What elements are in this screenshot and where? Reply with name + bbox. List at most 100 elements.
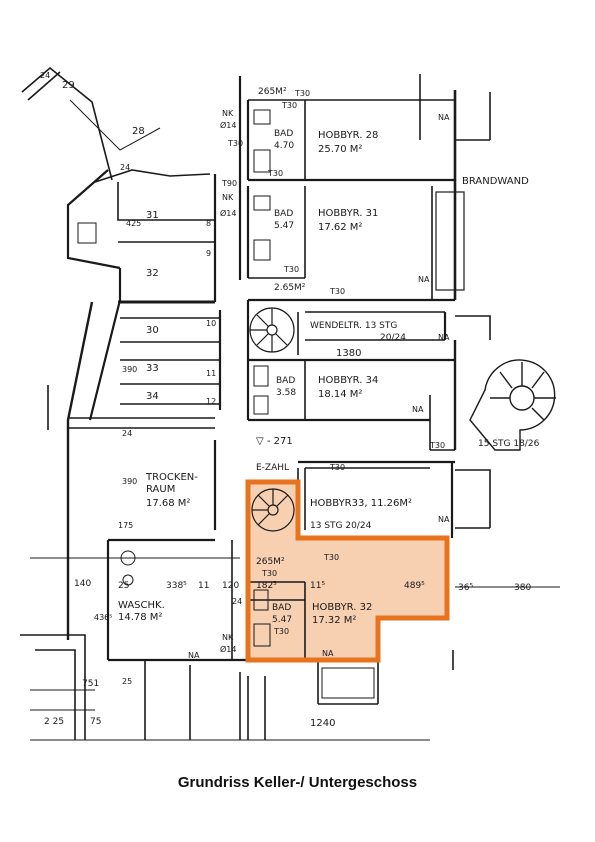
door-t30: T30 bbox=[281, 101, 297, 110]
room-name: BAD bbox=[276, 376, 295, 386]
na-label: NA bbox=[418, 275, 430, 284]
na-label: NA bbox=[438, 113, 450, 122]
door-t30: T30 bbox=[283, 265, 299, 274]
nk-label: NK bbox=[222, 633, 234, 642]
door-t30: T30 bbox=[329, 287, 345, 296]
door-t30: T30 bbox=[323, 553, 339, 562]
stair-label: 13 STG 20/24 bbox=[310, 521, 372, 531]
area-label: 265M² bbox=[256, 557, 285, 567]
storage-30: 30 bbox=[146, 325, 159, 336]
room-name: TROCKEN- bbox=[145, 472, 198, 483]
dimension: 1380 bbox=[336, 348, 361, 359]
na-label: NA bbox=[438, 333, 450, 342]
walls bbox=[20, 66, 560, 741]
room-area: 17.32 M² bbox=[312, 615, 356, 626]
dimension: 2 25 bbox=[44, 717, 64, 727]
highlight-outline bbox=[245, 479, 450, 663]
door-t30: T30 bbox=[329, 463, 345, 472]
na-label: NA bbox=[188, 651, 200, 660]
dimension: 425 bbox=[126, 219, 141, 228]
na-label: NA bbox=[322, 649, 334, 658]
outer-stair-icon bbox=[469, 359, 556, 451]
room-name: HOBBYR. 28 bbox=[318, 130, 378, 141]
bathroom-fixtures bbox=[77, 109, 271, 647]
dimension: 338⁵ bbox=[166, 581, 187, 591]
dimension: 436⁵ bbox=[94, 613, 112, 622]
stair-ratio: 20/24 bbox=[380, 333, 406, 343]
door-t30: T30 bbox=[429, 441, 445, 450]
dimension: 12 bbox=[206, 397, 216, 406]
nk-diameter: Ø14 bbox=[220, 208, 236, 218]
dimension: 751 bbox=[82, 679, 99, 689]
door-t90: T90 bbox=[221, 179, 237, 188]
room-area: 18.14 M² bbox=[318, 389, 362, 400]
room-name: BAD bbox=[272, 603, 291, 613]
room-area: 5.47 bbox=[272, 615, 292, 625]
na-label: NA bbox=[412, 405, 424, 414]
dimension: 36⁵ bbox=[458, 583, 473, 593]
dimension: 120 bbox=[222, 581, 239, 591]
dimension: 25 bbox=[122, 677, 132, 686]
door-t30: T30 bbox=[273, 627, 289, 636]
room-area: 14.78 M² bbox=[118, 612, 162, 623]
dimension: 24 bbox=[122, 429, 132, 438]
room-name: BAD bbox=[274, 209, 293, 219]
storage-33: 33 bbox=[146, 363, 159, 374]
spiral-stair-icon bbox=[249, 307, 295, 353]
storage-32: 32 bbox=[146, 268, 159, 279]
dimension: 489⁵ bbox=[404, 581, 425, 591]
dimension: 390 bbox=[122, 365, 137, 374]
room-name: RAUM bbox=[146, 484, 175, 495]
room-name: HOBBYR. 31 bbox=[318, 208, 378, 219]
area-label: 265M² bbox=[258, 87, 287, 97]
room-labels: 29 28 24 24 265M² T30 T30 NK Ø14 T30 T30… bbox=[40, 71, 540, 729]
room-name: HOBBYR. 32 bbox=[312, 602, 372, 613]
door-t30: T30 bbox=[227, 139, 243, 148]
dimension: 8 bbox=[206, 219, 211, 228]
room-area: 17.68 M² bbox=[146, 498, 190, 509]
label-24-top: 24 bbox=[40, 71, 50, 80]
nk-label: NK bbox=[222, 109, 234, 118]
room-area: 25.70 M² bbox=[318, 144, 362, 155]
room-area: 5.47 bbox=[274, 221, 294, 231]
nk-diameter: Ø14 bbox=[220, 120, 236, 130]
dimension: 9 bbox=[206, 249, 211, 258]
area-label: 2.65M² bbox=[274, 283, 306, 293]
dimension: 182⁵ bbox=[256, 581, 277, 591]
storage-31: 31 bbox=[146, 210, 159, 221]
room-area: 17.62 M² bbox=[318, 222, 362, 233]
room-name: WASCHK. bbox=[118, 600, 165, 611]
na-label: NA bbox=[438, 515, 450, 524]
room-name: BAD bbox=[274, 129, 293, 139]
storage-34: 34 bbox=[146, 391, 159, 402]
room-name: HOBBYR33, 11.26M² bbox=[310, 498, 412, 509]
dimension: 75 bbox=[90, 717, 101, 727]
door-t30: T30 bbox=[294, 89, 310, 98]
spiral-stair-icon bbox=[251, 488, 295, 532]
door-t30: T30 bbox=[261, 569, 277, 578]
dimension: 390 bbox=[122, 477, 137, 486]
nk-diameter: Ø14 bbox=[220, 644, 236, 654]
dimension: 11⁵ bbox=[310, 581, 325, 591]
label-24: 24 bbox=[120, 163, 130, 172]
room-name: HOBBYR. 34 bbox=[318, 375, 378, 386]
room-area: 4.70 bbox=[274, 141, 294, 151]
dimension: 11 bbox=[198, 581, 209, 591]
nk-label: NK bbox=[222, 193, 234, 202]
dimension: 11 bbox=[206, 369, 216, 378]
brandwand-label: BRANDWAND bbox=[462, 176, 529, 187]
dimension: 10 bbox=[206, 319, 216, 328]
level-mark: ▽ - 271 bbox=[256, 436, 293, 447]
dimension: 1240 bbox=[310, 718, 335, 729]
label-28: 28 bbox=[132, 126, 145, 137]
stair-label: 15 STG 18/26 bbox=[478, 439, 540, 449]
e-zahl-label: E-ZAHL bbox=[256, 463, 289, 473]
plan-caption: Grundriss Keller-/ Untergeschoss bbox=[177, 774, 418, 791]
dimension: 140 bbox=[74, 579, 91, 589]
label-29: 29 bbox=[62, 80, 75, 91]
room-name: WENDELTR. 13 STG bbox=[310, 321, 397, 331]
dimension: 24 bbox=[232, 597, 242, 606]
room-area: 3.58 bbox=[276, 388, 296, 398]
dimension: 175 bbox=[118, 521, 133, 530]
